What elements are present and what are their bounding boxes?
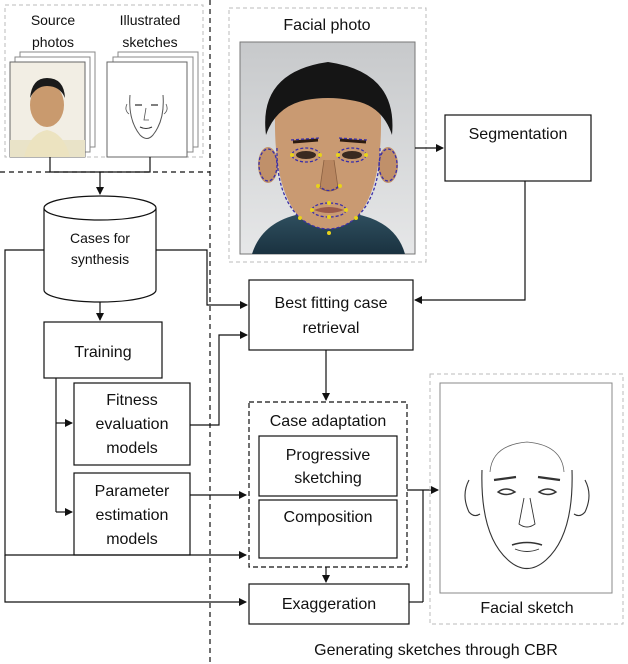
illustrated-sketches-label-1: Illustrated xyxy=(120,12,181,28)
fitness-label-1: Fitness xyxy=(106,392,158,409)
facial-sketch-label: Facial sketch xyxy=(480,600,573,617)
source-photos-stack xyxy=(9,51,96,158)
facial-photo-panel: Facial photo xyxy=(228,7,427,263)
composition-label: Composition xyxy=(284,509,373,526)
composition-box xyxy=(258,499,398,559)
cases-database-label-2: synthesis xyxy=(71,251,129,267)
progressive-label-2: sketching xyxy=(294,470,362,487)
illustrated-sketches-label-2: sketches xyxy=(122,34,177,50)
parameter-label-1: Parameter xyxy=(95,483,170,500)
figure-caption: Generating sketches through CBR xyxy=(314,642,558,659)
case-adaptation-title: Case adaptation xyxy=(270,413,387,430)
parameter-models-box: Parameter estimation models xyxy=(73,472,191,556)
exaggeration-label: Exaggeration xyxy=(282,596,376,613)
photo-hair xyxy=(265,62,393,135)
segmentation-box: Segmentation xyxy=(444,114,592,182)
arrow-database-to-adaptation xyxy=(4,249,247,559)
retrieval-box: Best fitting case retrieval xyxy=(248,279,414,351)
source-photos-label-2: photos xyxy=(32,34,74,50)
case-adaptation-group: Case adaptation Progressive sketching Co… xyxy=(248,401,408,568)
training-box: Training xyxy=(43,321,163,379)
facial-sketch-panel: Facial sketch xyxy=(429,373,624,625)
retrieval-label-1: Best fitting case xyxy=(275,295,388,312)
fitness-models-box: Fitness evaluation models xyxy=(73,382,191,466)
source-photos-label-1: Source xyxy=(31,12,76,28)
input-merge-line xyxy=(49,157,151,173)
progressive-label-1: Progressive xyxy=(286,447,371,464)
arrow-segmentation-to-retrieval xyxy=(414,181,526,304)
cases-database-label-1: Cases for xyxy=(70,230,130,246)
cases-database: Cases for synthesis xyxy=(43,195,157,303)
parameter-label-3: models xyxy=(106,531,158,548)
source-inputs-group: Source photos Illustrated sketches xyxy=(4,4,204,158)
segmentation-label: Segmentation xyxy=(469,126,568,143)
sketch-drawing xyxy=(464,441,590,570)
fitness-label-2: evaluation xyxy=(96,416,169,433)
facial-photo-label: Facial photo xyxy=(283,17,370,34)
parameter-label-2: estimation xyxy=(96,507,169,524)
arrow-database-to-retrieval xyxy=(156,249,248,309)
photo-landmark-points xyxy=(290,153,368,235)
illustrated-sketches-stack xyxy=(106,51,199,158)
training-label: Training xyxy=(74,344,131,361)
fitness-label-3: models xyxy=(106,440,158,457)
retrieval-label-2: retrieval xyxy=(303,320,360,337)
progressive-sketching-box xyxy=(258,435,398,497)
arrow-database-to-exaggeration xyxy=(4,555,247,606)
exaggeration-box: Exaggeration xyxy=(248,583,410,625)
arrow-fitness-to-retrieval xyxy=(190,331,248,426)
